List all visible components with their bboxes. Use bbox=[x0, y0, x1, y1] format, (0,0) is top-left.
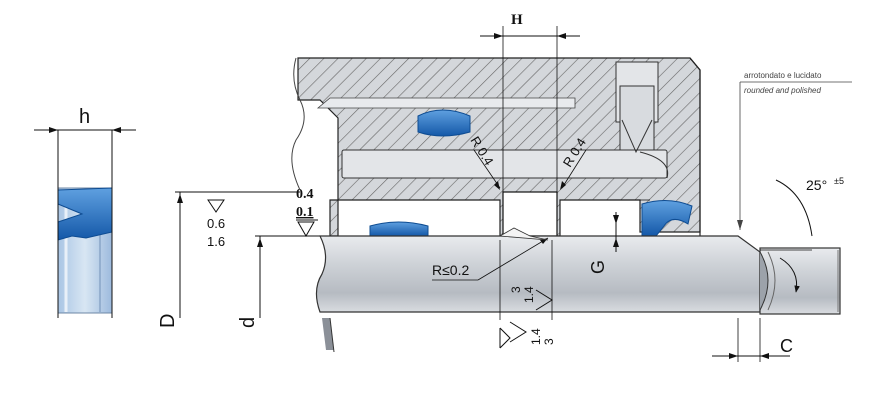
svg-text:0.1: 0.1 bbox=[296, 205, 314, 220]
angle-tolerance: ±5 bbox=[834, 176, 844, 186]
rod-roughness: 3 1.4 1.4 3 bbox=[499, 240, 556, 349]
angle-value: 25° bbox=[806, 177, 827, 193]
label-C: C bbox=[780, 336, 793, 356]
svg-text:0.6: 0.6 bbox=[207, 216, 225, 231]
wiper-seal bbox=[641, 200, 693, 237]
diameter-dimensions: D d 0.6 1.6 0.4 0.1 bbox=[157, 187, 320, 328]
label-h: h bbox=[79, 106, 90, 128]
label-H: H bbox=[511, 12, 523, 28]
label-D: D bbox=[157, 314, 179, 328]
label-G: G bbox=[588, 260, 608, 274]
svg-text:arrotondato e lucidato: arrotondato e lucidato bbox=[744, 71, 822, 80]
svg-text:3: 3 bbox=[542, 338, 556, 345]
oring-upper bbox=[417, 109, 471, 137]
svg-text:1.4: 1.4 bbox=[529, 328, 543, 345]
oring-lower-left bbox=[369, 221, 429, 237]
dimension-G: G bbox=[588, 199, 650, 274]
svg-text:rounded and polished: rounded and polished bbox=[744, 86, 822, 95]
rod-body bbox=[315, 235, 761, 313]
roughness-symbol-bore bbox=[207, 199, 225, 213]
svg-text:1.6: 1.6 bbox=[207, 234, 225, 249]
svg-text:R≤0.2: R≤0.2 bbox=[432, 262, 469, 278]
seal-profile-view: h bbox=[34, 106, 136, 318]
svg-text:3: 3 bbox=[509, 286, 523, 293]
housing bbox=[291, 57, 701, 237]
label-d: d bbox=[237, 317, 259, 328]
seal-groove bbox=[502, 191, 558, 237]
piston-rod bbox=[315, 235, 841, 353]
dimension-H: H bbox=[480, 12, 580, 200]
svg-text:1.4: 1.4 bbox=[522, 286, 536, 303]
chamfer-annotation: arrotondato e lucidato rounded and polis… bbox=[712, 71, 852, 362]
svg-text:0.4: 0.4 bbox=[296, 187, 314, 202]
roughness-symbol-groove bbox=[297, 221, 315, 238]
